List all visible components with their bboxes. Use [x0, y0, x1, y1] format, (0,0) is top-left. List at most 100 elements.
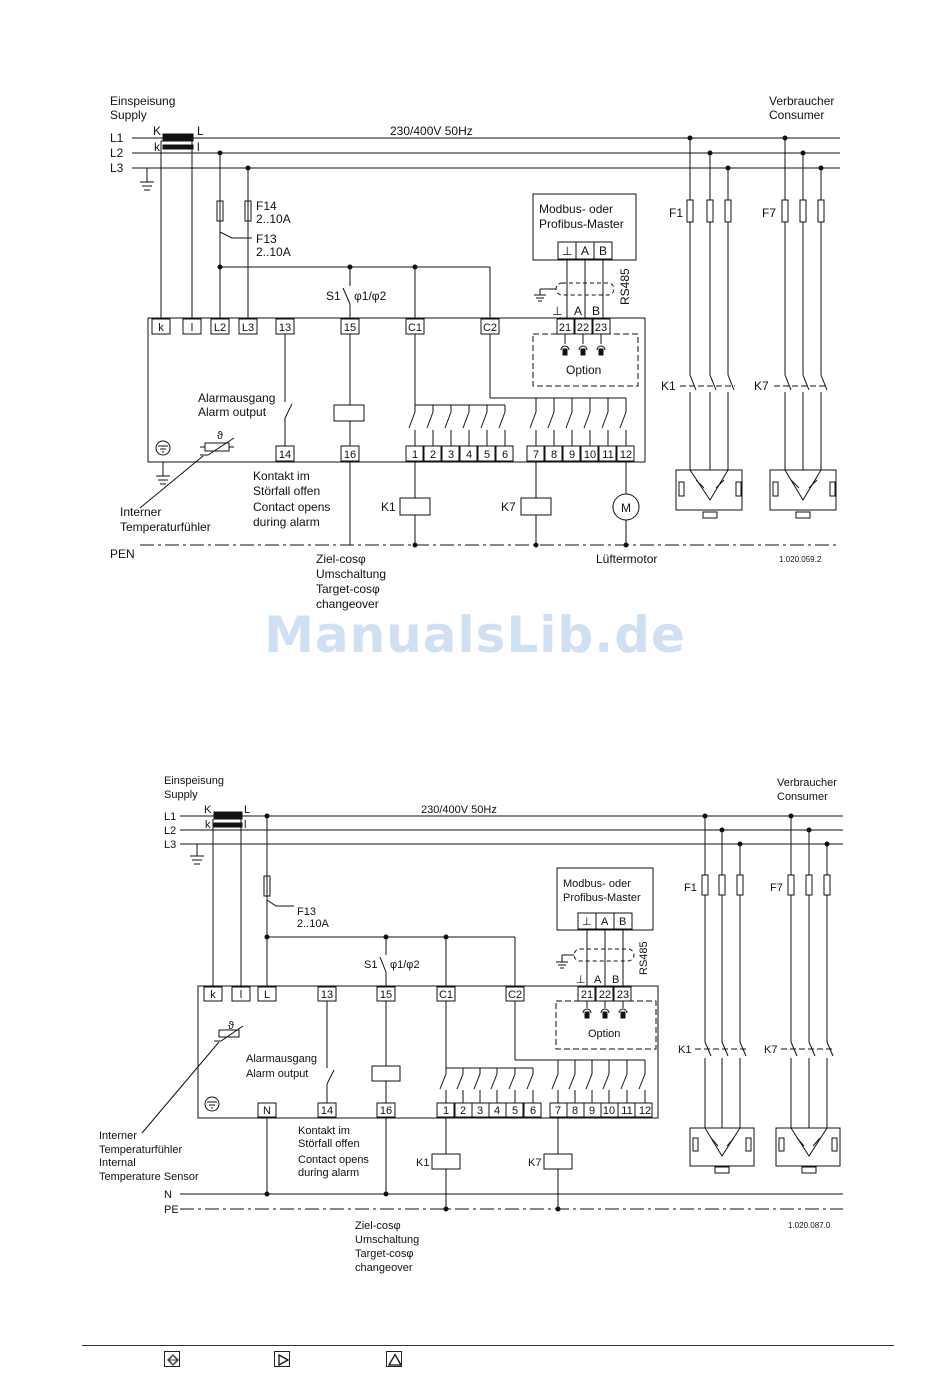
diagram-1-labels: Einspeisung Supply Verbraucher Consumer … [110, 94, 834, 611]
terminal-bottom: 5 [512, 1105, 518, 1117]
terminal-bottom: 9 [589, 1105, 595, 1117]
pen-label: PEN [110, 547, 135, 561]
line-l1-label: L1 [164, 811, 176, 823]
terminal-bottom: 9 [569, 449, 575, 461]
fuse-f14-label: F14 [256, 199, 277, 213]
contact-label-de-1: Kontakt im [253, 469, 310, 483]
switch-s1-label: S1 [326, 289, 341, 303]
warning-button[interactable] [386, 1351, 403, 1367]
temp-sensor-label-3: Internal [99, 1157, 136, 1169]
ct-K-label: K [153, 124, 161, 138]
index-button[interactable] [164, 1351, 180, 1367]
ct-k-label: k [205, 819, 211, 831]
temp-sensor-label-2: Temperaturfühler [99, 1144, 182, 1156]
capacitor-bank-7 [775, 813, 841, 1174]
capacitor-bank-1 [675, 135, 743, 519]
next-page-button[interactable] [274, 1351, 290, 1367]
master-terminal-b: B [619, 916, 626, 928]
master-terminal-gnd: ⊥ [582, 916, 592, 928]
terminal-bottom: 10 [603, 1105, 615, 1117]
target-label-de-2: Umschaltung [316, 567, 386, 581]
target-label-de-2: Umschaltung [355, 1234, 419, 1246]
terminal-top: 15 [344, 322, 356, 334]
rs485-label: RS485 [618, 268, 632, 305]
doc-code-label: 1.020.087.0 [788, 1221, 831, 1230]
terminal-bottom: 5 [484, 449, 490, 461]
fuse-f7-label: F7 [762, 206, 776, 220]
ct-L-label: L [197, 124, 204, 138]
next-page-icon [278, 1353, 290, 1367]
terminal-bottom: 12 [639, 1105, 651, 1117]
voltage-label: 230/400V 50Hz [421, 804, 497, 816]
target-label-en-2: changeover [355, 1262, 413, 1274]
terminal-bottom: 16 [344, 449, 356, 461]
temp-sensor-label-1: Interner [99, 1130, 137, 1142]
ct-k-label: k [154, 140, 161, 154]
bus-a-label: A [594, 974, 602, 986]
contact-label-de-1: Kontakt im [298, 1125, 350, 1137]
motor-label: M [621, 501, 631, 515]
contactor-k1-label: K1 [381, 500, 396, 514]
terminal-top: k [210, 989, 216, 1001]
diagram-2-labels: Einspeisung Supply Verbraucher Consumer … [99, 775, 837, 1274]
line-l2-label: L2 [110, 146, 124, 160]
terminal-top: C1 [408, 322, 422, 334]
bus-b-label: B [592, 304, 600, 318]
fuse-f7-label: F7 [770, 882, 783, 894]
switch-k1-label: K1 [661, 379, 676, 393]
terminal-top: 13 [321, 989, 333, 1001]
contact-label-en-1: Contact opens [298, 1154, 369, 1166]
terminal-bottom: 2 [430, 449, 436, 461]
alarm-label-en: Alarm output [198, 405, 267, 419]
alarm-label-en: Alarm output [246, 1068, 308, 1080]
index-icon [167, 1354, 179, 1366]
alarm-label-de: Alarmausgang [198, 391, 275, 405]
terminal-bottom: 6 [502, 449, 508, 461]
line-l3-label: L3 [110, 161, 124, 175]
terminal-top: 23 [617, 989, 629, 1001]
master-terminal-gnd: ⊥ [562, 244, 572, 258]
terminal-bottom: 7 [533, 449, 539, 461]
terminal-top: L2 [214, 322, 226, 334]
terminal-top: L [264, 989, 270, 1001]
fan-motor-label: Lüftermotor [596, 552, 657, 566]
watermark: ManualsLib.de [264, 606, 686, 664]
terminal-bottom: 10 [584, 449, 596, 461]
warning-triangle-icon [387, 1353, 403, 1366]
consumer-label-en: Consumer [769, 108, 824, 122]
fuse-f13-label: F13 [297, 906, 316, 918]
contact-label-en-2: during alarm [253, 515, 320, 529]
switch-phi-label: φ1/φ2 [390, 959, 420, 971]
terminal-top: k [158, 322, 164, 334]
fuse-f13-rating: 2..10A [256, 245, 291, 259]
line-l2-label: L2 [164, 825, 176, 837]
terminal-top: C1 [439, 989, 453, 1001]
target-label-de-1: Ziel-cosφ [355, 1220, 401, 1232]
contactor-k7-label: K7 [528, 1157, 541, 1169]
target-label-en-1: Target-cosφ [316, 582, 380, 596]
terminal-top: 22 [599, 989, 611, 1001]
terminal-bottom: 8 [551, 449, 557, 461]
option-label: Option [588, 1028, 620, 1040]
terminal-top: l [240, 989, 242, 1001]
switch-s1-label: S1 [364, 959, 377, 971]
ct-l-label: l [197, 140, 200, 154]
switch-k1-label: K1 [678, 1044, 691, 1056]
master-terminal-b: B [599, 244, 607, 258]
terminal-bottom: 12 [620, 449, 632, 461]
theta-symbol: ϑ [217, 430, 223, 442]
consumer-label-en: Consumer [777, 791, 828, 803]
target-label-de-1: Ziel-cosφ [316, 552, 366, 566]
alarm-label-de: Alarmausgang [246, 1053, 317, 1065]
terminal-bottom: 1 [412, 449, 418, 461]
target-label-en-2: changeover [316, 597, 379, 611]
contact-label-de-2: Störfall offen [298, 1138, 360, 1150]
consumer-label-de: Verbraucher [769, 94, 834, 108]
terminal-top: l [191, 322, 193, 334]
capacitor-bank-1 [689, 813, 755, 1174]
switch-k7-label: K7 [754, 379, 769, 393]
theta-symbol: ϑ [228, 1020, 234, 1032]
supply-label-de: Einspeisung [110, 94, 175, 108]
temp-sensor-label-4: Temperature Sensor [99, 1171, 199, 1183]
ct-L-label: L [244, 804, 250, 816]
